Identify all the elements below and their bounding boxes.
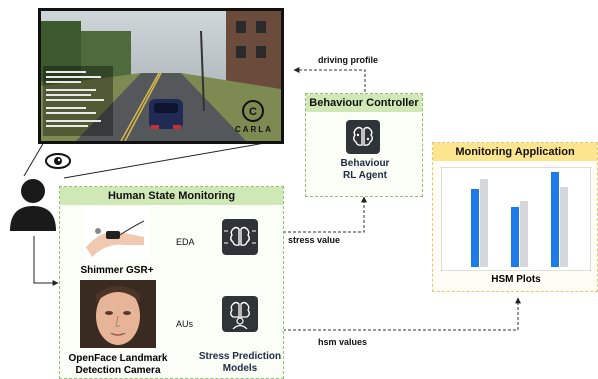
brain-chip-icon — [222, 219, 258, 255]
bar-group-1 — [471, 179, 488, 267]
sight-line-bottom — [63, 139, 283, 179]
simulator-screen: C CARLA — [38, 8, 284, 144]
behaviour-agent-label-2: RL Agent — [343, 170, 387, 181]
hsm-values-arrow — [283, 297, 521, 331]
stress-value-label: stress value — [288, 235, 341, 245]
shimmer-gsr-label: Shimmer GSR+ — [80, 265, 154, 276]
stress-model-label-1: Stress Prediction — [198, 351, 282, 362]
sight-line-top — [23, 141, 45, 177]
carla-wordmark: CARLA — [235, 125, 273, 134]
eye-icon — [45, 153, 71, 169]
monitoring-application-header: Monitoring Application — [433, 143, 597, 161]
stress-value-arrow — [283, 196, 367, 233]
hsm-plots-chart — [441, 167, 591, 271]
openface-camera-image — [80, 280, 156, 348]
driving-profile-arrow — [293, 67, 366, 92]
brain-user-icon — [222, 296, 258, 332]
bar-group-3 — [551, 172, 568, 267]
eda-label: EDA — [176, 237, 195, 247]
driving-profile-label: driving profile — [318, 55, 379, 65]
simulator-scene: C — [41, 11, 281, 141]
person-to-hsm-arrow — [33, 236, 59, 286]
behaviour-agent-label-1: Behaviour — [340, 158, 390, 169]
behaviour-controller-panel: Behaviour Controller Behaviour RL Agent — [305, 93, 423, 197]
behaviour-controller-header: Behaviour Controller — [306, 94, 422, 112]
hsm-values-label: hsm values — [318, 337, 368, 347]
shimmer-gsr-image — [84, 207, 150, 261]
monitoring-application-panel: Monitoring Application HSM Plots — [432, 142, 598, 292]
brain-chip-icon — [346, 120, 380, 154]
bar-group-2 — [511, 201, 528, 267]
stress-model-label-2: Models — [222, 363, 258, 374]
person-icon — [10, 179, 56, 231]
openface-label-1: OpenFace Landmark — [68, 353, 168, 364]
hsm-plots-label: HSM Plots — [491, 274, 541, 285]
human-state-monitoring-header: Human State Monitoring — [60, 187, 283, 205]
openface-label-2: Detection Camera — [75, 365, 161, 376]
carla-logo-icon: C — [242, 100, 264, 122]
svg-text:C: C — [249, 106, 257, 118]
aus-label: AUs — [176, 319, 194, 329]
car-icon — [149, 99, 183, 129]
